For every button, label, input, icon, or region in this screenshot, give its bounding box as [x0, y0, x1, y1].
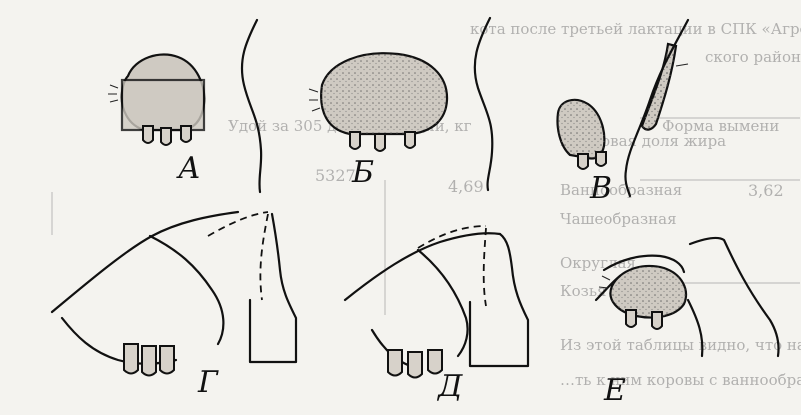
- panel-a-label: А: [176, 151, 201, 186]
- bleed-line-6: Ваннообразная: [560, 181, 682, 199]
- panel-d-label: Д: [436, 369, 463, 404]
- bleed-line-2: ского района: [705, 48, 801, 66]
- panel-a: А: [108, 20, 261, 192]
- panel-g-label: Г: [197, 365, 219, 400]
- panel-v: В: [558, 20, 689, 206]
- bleed-line-1: кота после третьей лактации в СПК «Агроф…: [470, 20, 801, 38]
- bleed-line-8: Округлая: [560, 254, 636, 272]
- bleed-value-2: 4,69: [448, 177, 484, 196]
- panel-v-label: В: [589, 171, 612, 206]
- panel-d: Д: [345, 226, 528, 404]
- bleed-value-1: 5327: [315, 166, 356, 185]
- bleed-value-3: 3,62: [748, 181, 784, 200]
- panel-e-label: Е: [603, 373, 626, 408]
- panel-b: Б: [309, 18, 492, 190]
- bleed-line-10: Из этой таблицы видно, что наибольшую пр…: [560, 336, 801, 354]
- panel-b-label: Б: [351, 155, 374, 190]
- panel-g: Г: [52, 212, 296, 400]
- bleed-line-11: …ть к ним коровы с ваннообразной формой …: [560, 371, 801, 389]
- bleed-line-7: Чашеобразная: [560, 210, 677, 228]
